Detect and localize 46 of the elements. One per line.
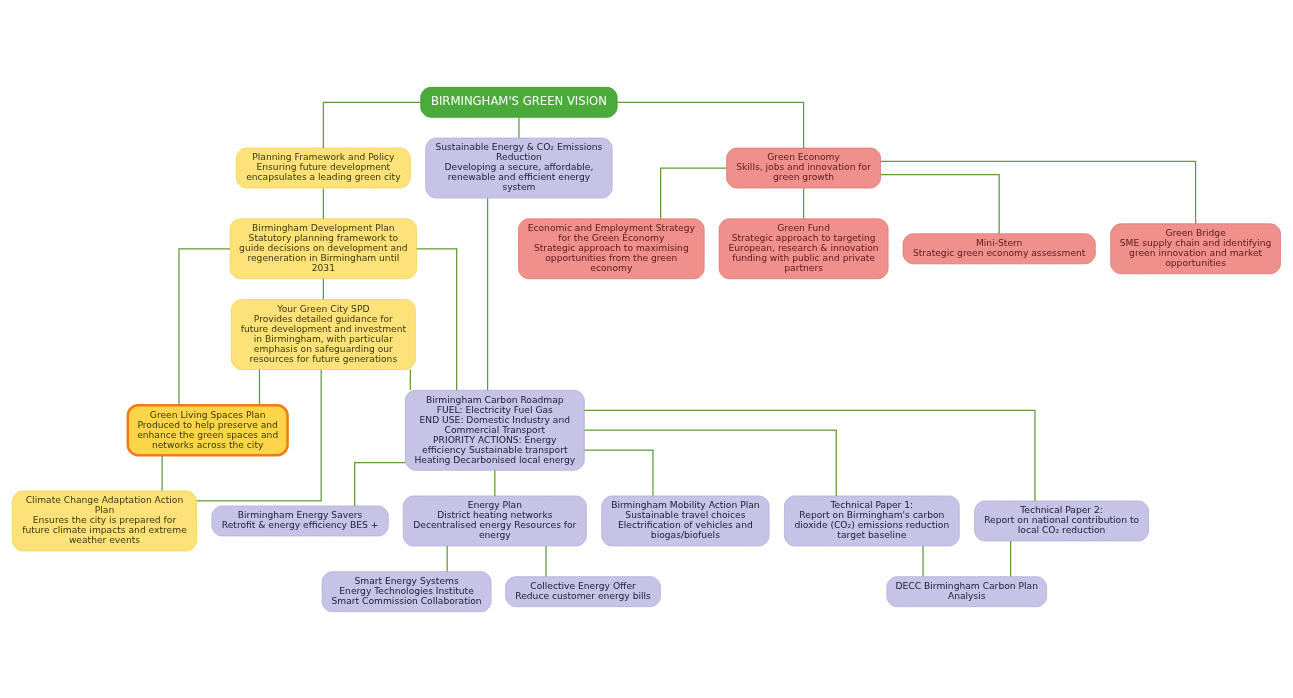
connector bbox=[258, 368, 261, 406]
connector bbox=[660, 166, 728, 219]
node-box: Planning Framework and Policy Ensuring future development encapsulates a leading green city bbox=[235, 147, 411, 188]
connector bbox=[409, 368, 411, 391]
node-box: Mini-Stern Strategic green economy assessment bbox=[902, 232, 1096, 264]
connector bbox=[416, 247, 458, 391]
node-box: Green Economy Skills, jobs and innovation for green growth bbox=[726, 147, 881, 188]
connector bbox=[802, 187, 805, 219]
node-box: Energy Plan District heating networks Decentralised energy Resources for energy bbox=[402, 495, 587, 546]
connector bbox=[545, 544, 547, 577]
connector bbox=[583, 409, 1036, 502]
connector bbox=[518, 116, 520, 138]
connector bbox=[1010, 539, 1012, 577]
node-box: DECC Birmingham Carbon Plan Analysis bbox=[886, 575, 1048, 607]
node-box: Green Bridge SME supply chain and identifying green innovation and market opportunities bbox=[1110, 222, 1281, 274]
connector bbox=[880, 173, 1000, 234]
connector bbox=[446, 544, 448, 572]
connector bbox=[583, 429, 837, 497]
node-box: BIRMINGHAM'S GREEN VISION bbox=[420, 86, 618, 118]
connector bbox=[494, 469, 496, 497]
node-box: Birmingham Mobility Action Plan Sustainable travel choices Electrification of vehicles and biogas/biofuels bbox=[601, 495, 770, 546]
connector bbox=[196, 368, 322, 502]
node-box: Your Green City SPD Provides detailed guidance for future development and investment in Birmingham, with particular emphasis on safeguarding our resources for future generations bbox=[231, 298, 416, 370]
node-box: Green Living Spaces Plan Produced to help preserve and enhance the green spaces and networks across the city bbox=[126, 403, 289, 456]
node-box: Birmingham Energy Savers Retrofit & energy efficiency BES + bbox=[211, 505, 389, 536]
node-box: Sustainable Energy & CO₂ Emissions Reduction Developing a secure, affordable, renewable and efficient energy system bbox=[425, 137, 613, 198]
node-box: Birmingham Development Plan Statutory planning framework to guide decisions on development and regeneration in Birmingham until 2031 bbox=[229, 217, 417, 279]
node-box: Collective Energy Offer Reduce customer energy bills bbox=[505, 575, 661, 607]
node-box: Climate Change Adaptation Action Plan Ensures the city is prepared for future climate impacts and extreme weather events bbox=[12, 490, 197, 551]
connector bbox=[161, 454, 163, 491]
connector bbox=[322, 101, 422, 149]
node-box: Economic and Employment Strategy for the Green Economy Strategic approach to maximising opportunities from the green economy bbox=[518, 217, 705, 279]
connector bbox=[178, 247, 231, 406]
connector bbox=[486, 197, 489, 391]
node-box: Technical Paper 2: Report on national contribution to local CO₂ reduction bbox=[974, 500, 1149, 541]
connector bbox=[880, 160, 1197, 224]
connector bbox=[322, 187, 324, 219]
node-box: Smart Energy Systems Energy Technologies Institute Smart Commission Collaboration bbox=[321, 570, 492, 612]
connector bbox=[922, 544, 924, 577]
node-box: Birmingham Carbon Roadmap FUEL: Electricity Fuel Gas END USE: Domestic Industry and Commercial Transport PRIORITY ACTIONS: Energy efficiency Sustainable transport Heating Decarbonised local energy bbox=[404, 389, 585, 471]
node-box: Technical Paper 1: Report on Birmingham's carbon dioxide (CO₂) emissions reduction target baseline bbox=[784, 495, 960, 546]
node-box: Green Fund Strategic approach to targeting European, research & innovation funding with public and private partners bbox=[718, 217, 889, 279]
connector bbox=[583, 449, 654, 496]
connector bbox=[354, 461, 406, 507]
connector bbox=[616, 101, 805, 149]
connector bbox=[322, 277, 324, 300]
